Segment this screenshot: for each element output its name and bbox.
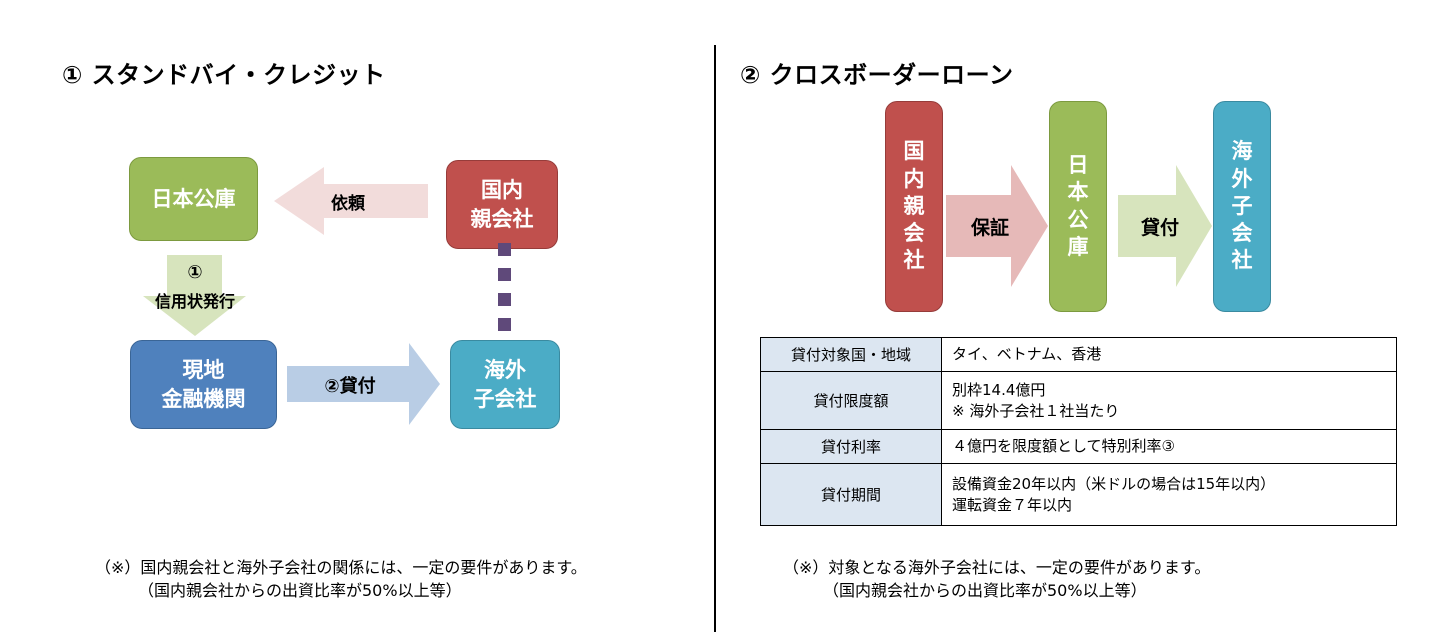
row-value: 設備資金20年以内（米ドルの場合は15年以内） 運転資金７年以内 xyxy=(941,463,1397,526)
left-note-line1: （※）国内親会社と海外子会社の関係には、一定の要件があります。 xyxy=(95,558,587,577)
loan-label-right: 貸付 xyxy=(1140,217,1179,239)
link-dot xyxy=(498,243,511,256)
row-label: 貸付限度額 xyxy=(760,371,942,430)
request-arrow xyxy=(274,167,428,235)
row-label: 貸付利率 xyxy=(760,429,942,464)
loan-terms-table: 貸付対象国・地域 タイ、ベトナム、香港 貸付限度額 別枠14.4億円 ※ 海外子… xyxy=(760,337,1397,526)
panel-divider xyxy=(714,45,716,632)
right-note-line1: （※）対象となる海外子会社には、一定の要件があります。 xyxy=(783,558,1211,577)
left-box-bank: 現地 金融機関 xyxy=(130,340,277,429)
left-box-jfc: 日本公庫 xyxy=(129,157,258,241)
row-value: タイ、ベトナム、香港 xyxy=(941,337,1397,372)
left-box-sub: 海外 子会社 xyxy=(450,340,560,429)
link-dot xyxy=(498,293,511,306)
right-box-sub: 海 外 子 会 社 xyxy=(1213,101,1271,312)
link-dot xyxy=(498,318,511,331)
table-row: 貸付利率 ４億円を限度額として特別利率③ xyxy=(760,429,1397,464)
left-box-parent: 国内 親会社 xyxy=(446,160,558,249)
issue-label: 信用状発行 xyxy=(154,292,235,311)
issue-number: ① xyxy=(187,262,203,283)
row-label: 貸付対象国・地域 xyxy=(760,337,942,372)
left-arrows xyxy=(143,167,440,425)
table-row: 貸付対象国・地域 タイ、ベトナム、香港 xyxy=(760,337,1397,372)
table-row: 貸付期間 設備資金20年以内（米ドルの場合は15年以内） 運転資金７年以内 xyxy=(760,463,1397,526)
issue-arrow xyxy=(143,255,246,336)
row-value: ４億円を限度額として特別利率③ xyxy=(941,429,1397,464)
left-note-line2: （国内親会社からの出資比率が50%以上等） xyxy=(138,581,462,600)
left-title: ① スタンドバイ・クレジット xyxy=(62,61,386,89)
table-row: 貸付限度額 別枠14.4億円 ※ 海外子会社１社当たり xyxy=(760,371,1397,430)
right-note-line2: （国内親会社からの出資比率が50%以上等） xyxy=(823,581,1147,600)
loan-label: ②貸付 xyxy=(324,376,376,397)
right-arrows xyxy=(946,165,1212,287)
request-label: 依頼 xyxy=(331,194,365,214)
right-box-jfc: 日 本 公 庫 xyxy=(1049,101,1107,312)
loan-arrow-right xyxy=(1118,165,1212,287)
guarantee-arrow xyxy=(946,165,1048,287)
link-dot xyxy=(498,268,511,281)
row-label: 貸付期間 xyxy=(760,463,942,526)
row-value: 別枠14.4億円 ※ 海外子会社１社当たり xyxy=(941,371,1397,430)
guarantee-label: 保証 xyxy=(970,217,1009,239)
right-title: ② クロスボーダーローン xyxy=(740,61,1014,89)
loan-arrow xyxy=(287,343,440,425)
right-box-parent: 国 内 親 会 社 xyxy=(885,101,943,312)
